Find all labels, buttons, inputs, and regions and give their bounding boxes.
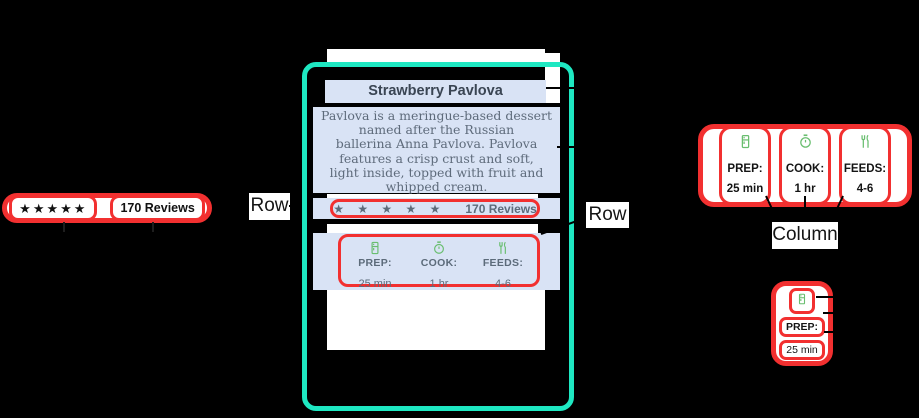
- prep-value: 25 min: [786, 343, 818, 356]
- card-top-margin: [327, 49, 545, 62]
- timer-icon: [798, 134, 813, 154]
- description-line: light inside, topped with fruit and: [329, 164, 544, 180]
- prep-label: PREP:: [358, 257, 392, 269]
- feeds-value: 4-6: [495, 278, 511, 290]
- cook-value: 1 hr: [429, 278, 449, 290]
- feeds-column: FEEDS: 4-6: [473, 241, 533, 290]
- callout-line: [289, 205, 332, 207]
- kitchen-icon: [738, 134, 753, 154]
- callout-line: [823, 312, 838, 314]
- restaurant-icon: [496, 241, 510, 255]
- card-gap: [327, 224, 538, 233]
- kitchen-icon: [368, 241, 382, 255]
- cook-column: COOK: 1 hr: [409, 241, 469, 290]
- prep-label: PREP:: [785, 320, 819, 333]
- prep-icon-box: [789, 287, 815, 314]
- prep-cell: PREP: 25 min: [719, 126, 771, 205]
- reviews-count-label: 170 Reviews: [120, 201, 195, 215]
- card-meta-highlight: PREP: 25 min COOK: 1 hr FEEDS: 4-6: [338, 234, 540, 290]
- feeds-label: FEEDS:: [482, 257, 524, 269]
- feeds-value: 4-6: [856, 183, 874, 195]
- reviews-count-box: 170 Reviews: [110, 195, 205, 221]
- cook-value: 1 hr: [794, 183, 816, 195]
- card-title: Strawberry Pavlova: [325, 80, 546, 103]
- restaurant-icon: [858, 134, 873, 154]
- callout-line: [816, 296, 838, 298]
- feeds-label: FEEDS:: [843, 162, 887, 175]
- card-gap: [327, 194, 538, 199]
- card-image-placeholder: [327, 290, 545, 350]
- row-label-right: Row: [586, 202, 629, 228]
- row-label-left: Row: [249, 193, 290, 220]
- prep-column: PREP: 25 min: [345, 241, 405, 290]
- callout-line: [804, 196, 806, 214]
- feeds-cell: FEEDS: 4-6: [839, 126, 891, 205]
- meta-row-widget: PREP: 25 min COOK: 1 hr FEEDS: 4-6: [698, 124, 912, 207]
- prep-column-widget: PREP: 25 min: [771, 281, 833, 366]
- description-line: ballerina Anna Pavlova. Pavlova: [335, 136, 538, 152]
- callout-line: [557, 146, 585, 148]
- cook-label: COOK:: [785, 162, 825, 175]
- cook-cell: COOK: 1 hr: [779, 126, 831, 205]
- column-outline: [302, 62, 574, 411]
- star-rating-icon: ★★★★★: [19, 200, 88, 216]
- kitchen-icon: [796, 292, 808, 310]
- prep-value: 25 min: [358, 278, 392, 290]
- prep-value-box: 25 min: [779, 339, 825, 360]
- cook-label: COOK:: [420, 257, 458, 269]
- column-label: Column: [772, 222, 838, 249]
- prep-label: PREP:: [727, 162, 763, 175]
- reviews-row-widget: ★★★★★ 170 Reviews: [2, 193, 212, 223]
- timer-icon: [432, 241, 446, 255]
- description-line: features a crisp crust and soft,: [339, 150, 534, 166]
- description-line: whipped cream.: [385, 179, 488, 195]
- card-description: Pavlova is a meringue-based dessert name…: [313, 107, 560, 195]
- prep-label-box: PREP:: [778, 316, 826, 337]
- callout-line: [63, 222, 65, 232]
- card-ratings-highlight: ★ ★ ★ ★ ★ 170 Reviews: [330, 199, 540, 218]
- callout-line: [152, 222, 154, 232]
- stars-box: ★★★★★: [9, 195, 98, 221]
- description-line: Pavlova is a meringue-based dessert: [321, 108, 552, 123]
- star-rating-icon: ★ ★ ★ ★ ★: [333, 201, 446, 216]
- prep-value: 25 min: [726, 183, 764, 195]
- card-meta-section: [313, 233, 560, 290]
- callout-line: [824, 331, 838, 333]
- reviews-count-label: 170 Reviews: [465, 201, 537, 216]
- description-line: named after the Russian: [358, 122, 515, 138]
- callout-line: [546, 87, 584, 89]
